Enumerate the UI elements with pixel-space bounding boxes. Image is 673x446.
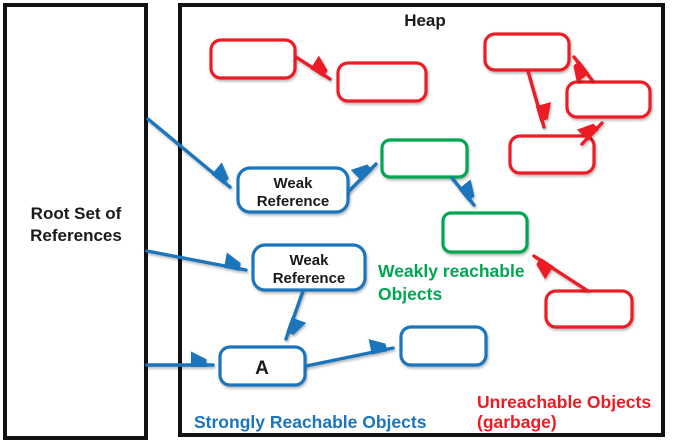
arrow-red5-to-red4 [582,123,604,146]
arrow-weakref1-to-green1 [347,164,378,193]
weak-reference-1-label-line1: Weak [274,175,314,192]
unreachable-caption-line2: (garbage) [477,412,557,432]
weakly-reachable-object-1 [380,138,469,179]
weakly-reachable-object-2 [441,211,529,254]
unreachable-object-2 [336,61,428,103]
root-set-label-line1: Root Set of [31,204,122,223]
object-a-label: A [255,358,269,379]
unreachable-object-1 [209,38,297,80]
unreachable-object-5 [508,134,596,175]
strongly-reachable-object-b [399,325,488,367]
arrow-object-a-to-object-b [304,348,395,368]
arrow-root-to-weakref1 [146,117,230,189]
weak-reference-2-label-line1: Weak [290,252,330,269]
heap-label: Heap [404,11,446,30]
arrow-red3-to-red5 [526,69,544,129]
weak-reference-2-box [251,243,367,292]
unreachable-object-3 [483,32,571,72]
weak-reference-1-label-line2: Reference [257,193,330,210]
weakly-reachable-caption-line2: Objects [378,284,442,304]
unreachable-object-6 [544,289,634,329]
arrow-root-to-weakref2 [145,249,248,272]
root-set-label-line2: References [30,226,122,245]
strongly-reachable-caption: Strongly Reachable Objects [194,412,427,432]
unreachable-object-4 [565,80,652,119]
arrow-red6-to-green2 [534,254,590,293]
arrow-red4-to-red3 [574,55,594,80]
weakly-reachable-caption-line1: Weakly reachable [378,261,525,281]
unreachable-caption-line1: Unreachable Objects [477,392,651,412]
arrow-weakref2-to-object-a [284,289,303,341]
weak-reference-2-label-line2: Reference [273,270,346,287]
arrow-red1-to-red2 [294,55,330,81]
root-set-box [3,3,148,440]
arrow-green1-to-green2 [450,176,474,207]
